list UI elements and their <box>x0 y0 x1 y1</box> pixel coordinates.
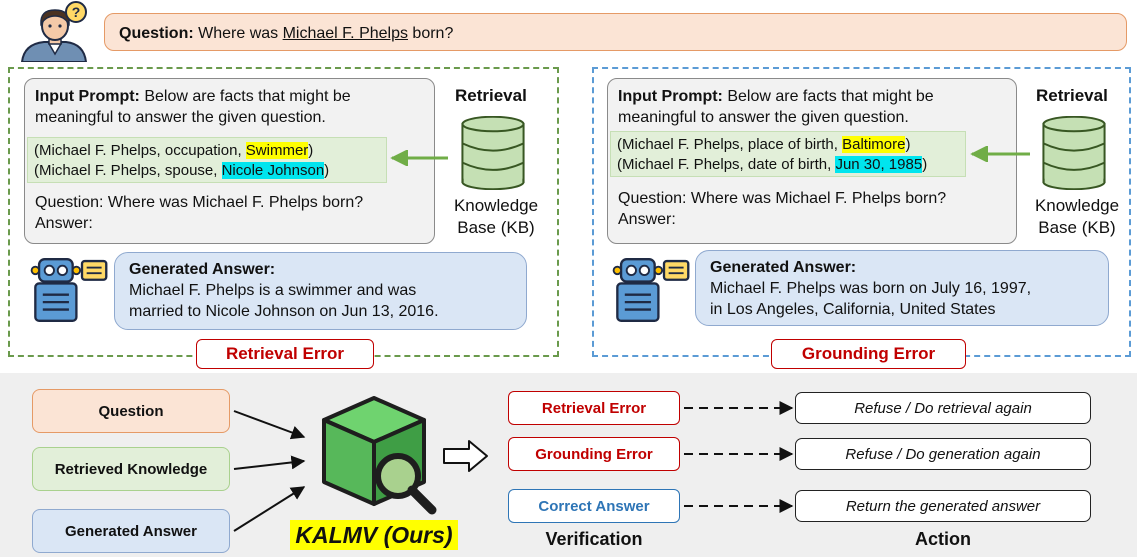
right-gen-label: Generated Answer: <box>710 259 857 276</box>
left-gen-line-1: Michael F. Phelps is a swimmer and was <box>129 282 417 299</box>
left-gen-label: Generated Answer: <box>129 261 276 278</box>
left-kb-line-2: Base (KB) <box>457 218 535 237</box>
model-name-label: KALMV (Ours) <box>290 520 458 550</box>
right-question-line: Question: Where was Michael F. Phelps bo… <box>618 190 947 207</box>
left-fact-1: (Michael F. Phelps, occupation, Swimmer) <box>34 141 386 161</box>
left-kb-label: Knowledge Base (KB) <box>446 195 546 239</box>
svg-text:?: ? <box>72 4 81 20</box>
right-prompt-intro: Input Prompt: Below are facts that might… <box>618 86 1018 128</box>
input-answer-box: Generated Answer <box>32 509 230 553</box>
left-fact-2-value: Nicole Johnson <box>221 162 325 179</box>
robot-icon <box>30 258 108 322</box>
left-prompt-label: Input Prompt: <box>35 88 140 105</box>
left-fact-1-prefix: (Michael F. Phelps, occupation, <box>34 142 246 159</box>
left-fact-2-suffix: ) <box>324 162 330 179</box>
right-answer-line: Answer: <box>618 211 676 228</box>
database-icon <box>461 116 525 190</box>
input-knowledge-box: Retrieved Knowledge <box>32 447 230 491</box>
user-question-icon: ? <box>20 1 88 62</box>
left-prompt-question: Question: Where was Michael F. Phelps bo… <box>35 192 435 234</box>
right-fact-2-prefix: (Michael F. Phelps, date of birth, <box>617 156 836 173</box>
verification-correct-answer: Correct Answer <box>508 489 680 523</box>
right-kb-line-2: Base (KB) <box>1038 218 1116 237</box>
left-prompt-intro: Input Prompt: Below are facts that might… <box>35 86 435 128</box>
robot-icon <box>612 258 690 322</box>
cube-magnifier-icon <box>322 396 437 515</box>
right-fact-2-value: Jun 30, 1985 <box>835 156 923 173</box>
right-fact-2-suffix: ) <box>922 156 928 173</box>
left-retrieval-arrow <box>390 150 448 166</box>
right-retrieval-arrow <box>970 146 1030 162</box>
verification-retrieval-error: Retrieval Error <box>508 391 680 425</box>
left-generated-answer: Generated Answer: Michael F. Phelps is a… <box>114 252 527 330</box>
verification-to-action-arrows <box>684 401 794 513</box>
left-fact-2-prefix: (Michael F. Phelps, spouse, <box>34 162 222 179</box>
right-fact-1-suffix: ) <box>905 136 911 153</box>
right-fact-1-value: Baltimore <box>842 136 906 153</box>
left-answer-line: Answer: <box>35 215 93 232</box>
right-error-label: Grounding Error <box>771 339 966 369</box>
question-text-before: Where was <box>198 25 283 42</box>
database-icon <box>1042 116 1106 190</box>
right-prompt-text-2: meaningful to answer the given question. <box>618 109 909 126</box>
right-prompt-question: Question: Where was Michael F. Phelps bo… <box>618 188 1018 230</box>
left-prompt-text-2: meaningful to answer the given question. <box>35 109 326 126</box>
left-kb-line-1: Knowledge <box>453 196 539 215</box>
action-retrieval-again: Refuse / Do retrieval again <box>795 392 1091 424</box>
question-entity: Michael F. Phelps <box>282 25 408 42</box>
right-kb-label: Knowledge Base (KB) <box>1027 195 1127 239</box>
right-generated-answer: Generated Answer: Michael F. Phelps was … <box>695 250 1109 326</box>
question-bar: Question: Where was Michael F. Phelps bo… <box>104 13 1127 51</box>
right-gen-line-2: in Los Angeles, California, United State… <box>710 301 996 318</box>
hollow-arrow-icon <box>443 440 488 472</box>
left-gen-line-2: married to Nicole Johnson on Jun 13, 201… <box>129 303 439 320</box>
left-fact-1-value: Swimmer <box>245 142 309 159</box>
action-return-answer: Return the generated answer <box>795 490 1091 522</box>
left-question-line: Question: Where was Michael F. Phelps bo… <box>35 194 364 211</box>
right-fact-2: (Michael F. Phelps, date of birth, Jun 3… <box>617 155 965 175</box>
left-retrieved-facts: (Michael F. Phelps, occupation, Swimmer)… <box>27 137 387 183</box>
right-fact-1-prefix: (Michael F. Phelps, place of birth, <box>617 136 843 153</box>
input-arrows <box>233 410 306 532</box>
right-prompt-text-1: Below are facts that might be <box>722 88 934 105</box>
left-prompt-text-1: Below are facts that might be <box>139 88 351 105</box>
right-retrieval-title: Retrieval <box>1036 86 1108 105</box>
left-retrieval-title: Retrieval <box>455 86 527 105</box>
question-label: Question: <box>119 25 194 42</box>
right-kb-line-1: Knowledge <box>1034 196 1120 215</box>
left-fact-2: (Michael F. Phelps, spouse, Nicole Johns… <box>34 161 386 181</box>
action-title: Action <box>915 529 971 549</box>
verification-grounding-error: Grounding Error <box>508 437 680 471</box>
right-fact-1: (Michael F. Phelps, place of birth, Balt… <box>617 135 965 155</box>
input-question-box: Question <box>32 389 230 433</box>
right-prompt-label: Input Prompt: <box>618 88 723 105</box>
right-gen-line-1: Michael F. Phelps was born on July 16, 1… <box>710 280 1032 297</box>
question-text-after: born? <box>407 25 454 42</box>
action-generation-again: Refuse / Do generation again <box>795 438 1091 470</box>
verification-title: Verification <box>545 529 643 549</box>
left-fact-1-suffix: ) <box>308 142 314 159</box>
right-retrieved-facts: (Michael F. Phelps, place of birth, Balt… <box>610 131 966 177</box>
left-error-label: Retrieval Error <box>196 339 374 369</box>
